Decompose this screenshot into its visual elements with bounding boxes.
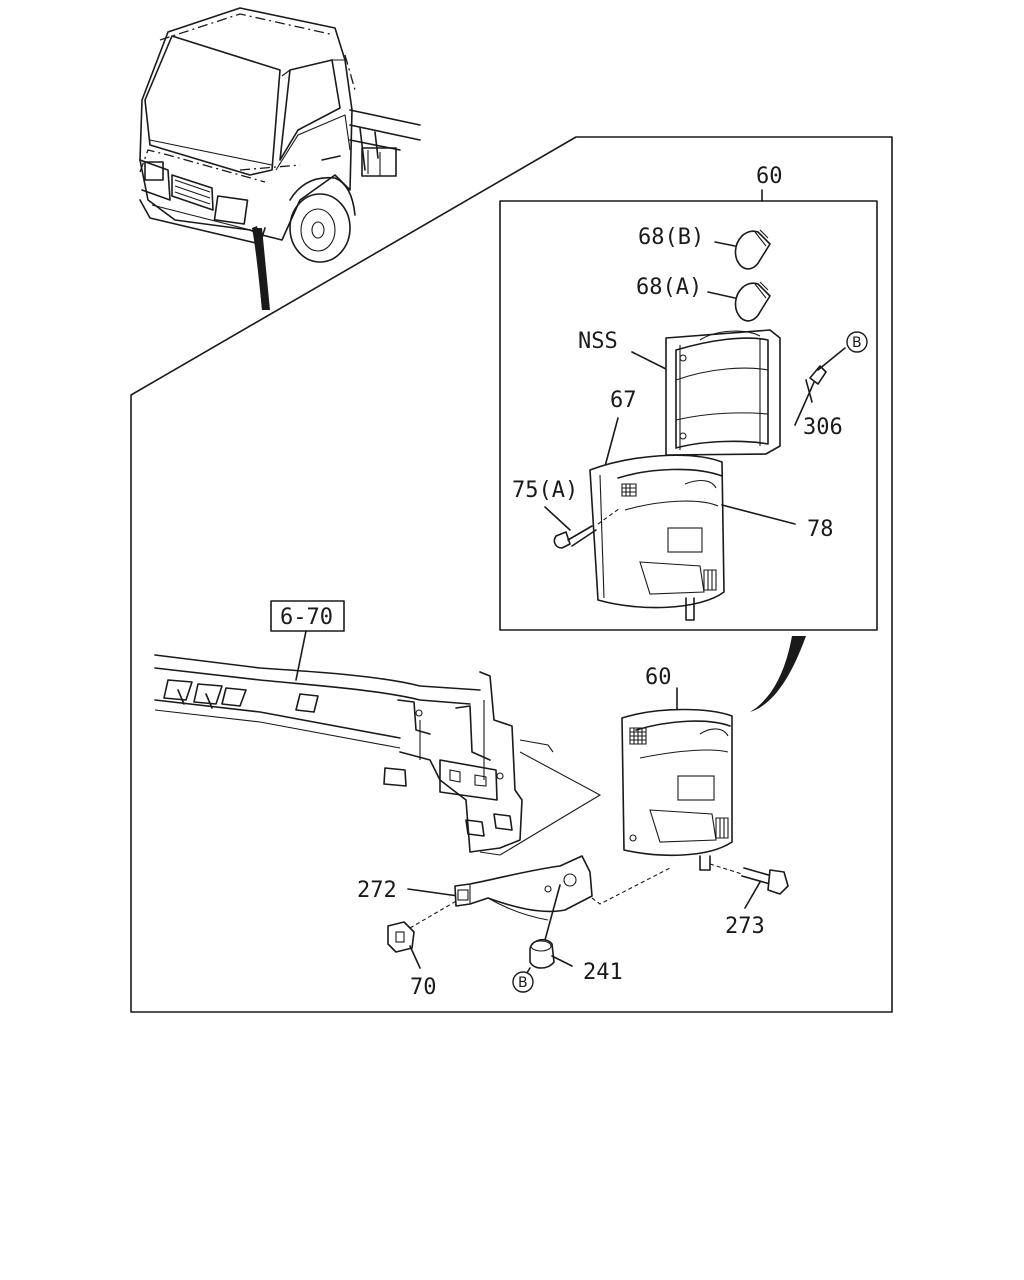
label-bulb-68b: 68(B) [638,225,704,250]
lamp-assembly-lower [621,687,733,871]
ref-circle-b-top [846,331,868,353]
truck-illustration [139,7,421,310]
label-assembly-lower: 60 [645,665,672,690]
screw-75a [544,506,621,549]
grommet-241 [524,938,573,977]
label-screw-75a: 75(A) [512,478,578,503]
label-nss: NSS [578,329,618,354]
nut-70 [387,921,421,969]
part-labels: 60 68(B) 68(A) NSS 306 67 75(A) 78 6-70 … [280,164,868,1000]
lens-78 [589,417,796,621]
lamp-housing-nss [631,329,781,456]
label-bulb-68a: 68(A) [636,275,702,300]
label-bolt-273: 273 [725,914,765,939]
label-nut-70: 70 [410,975,437,1000]
label-gasket-67: 67 [610,388,637,413]
label-lens-78: 78 [807,517,834,542]
label-assembly-top: 60 [756,164,783,189]
ref-b-top-text: B [852,335,862,351]
label-grommet-241: 241 [583,960,623,985]
bulb-68b [714,229,771,270]
chassis-frame [154,600,602,856]
label-screw-306: 306 [803,415,843,440]
bolt-273 [709,863,789,909]
bracket-272 [407,855,671,941]
screw-306 [794,347,846,426]
bulb-68a [707,281,771,322]
callout-arrow [750,636,806,712]
detail-frame [130,136,893,1013]
label-bracket-272: 272 [357,878,397,903]
exploded-view-box [499,200,878,631]
ref-circle-b-bottom [512,971,534,993]
ref-b-bottom-text: B [518,975,528,991]
label-ref-6-70: 6-70 [280,605,333,630]
